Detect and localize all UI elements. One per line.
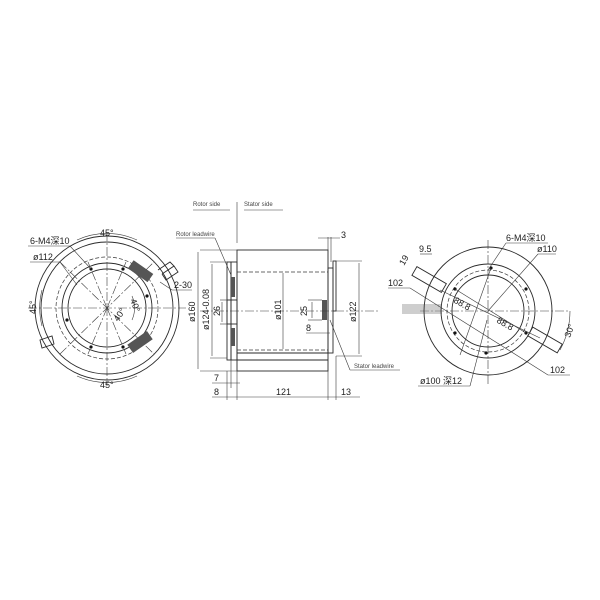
left-end-view: 6-M4深10 ø112 45° 45° 45° 40° 40° 2-30 <box>28 228 192 390</box>
left-pcd: ø112 <box>33 252 53 262</box>
stator-lead-offset: 8 <box>306 323 311 333</box>
stator-step: 3 <box>341 230 346 240</box>
rotor-flange: 8 <box>214 387 219 397</box>
tab-dim-top: 102 <box>388 278 403 288</box>
side-view: Rotor side Stator side Rotor leadwire <box>176 202 400 400</box>
body-length: 121 <box>276 387 291 397</box>
right-angle: 30° <box>562 322 576 339</box>
outer-diameter: ø160 <box>187 301 197 322</box>
spigot-diameter: ø124-0.08 <box>201 289 211 330</box>
chord-b: 88.8 <box>495 315 515 332</box>
left-angle-b: 40° <box>111 306 127 323</box>
slot-height: 19 <box>397 253 411 267</box>
slot-width: 9.5 <box>419 244 432 254</box>
stator-side-label: Stator side <box>244 202 273 208</box>
right-spigot: ø100 深12 <box>420 376 462 386</box>
right-pcd: ø110 <box>537 244 557 254</box>
stator-leadwire-label: Stator leadwire <box>354 364 395 370</box>
stator-flange: 13 <box>341 387 351 397</box>
left-hole-spec: 6-M4深10 <box>30 236 70 246</box>
left-slot: 2-30 <box>174 280 192 290</box>
bore-diameter: ø101 <box>273 299 283 320</box>
left-angle-side: 45° <box>28 300 38 314</box>
flange-gap: 7 <box>214 373 219 383</box>
rotor-leadwire-label: Rotor leadwire <box>176 232 215 238</box>
rotor-lead-height: 26 <box>212 306 222 316</box>
right-end-view: 6-M4深10 ø110 9.5 19 102 88.8 88.8 30° 10… <box>388 233 577 387</box>
right-hole-spec: 6-M4深10 <box>506 233 546 243</box>
tab-dim-bottom: 102 <box>550 365 565 375</box>
left-angle-top: 45° <box>100 228 114 238</box>
left-angle-a: 40° <box>128 297 142 314</box>
left-angle-bottom: 45° <box>100 380 114 390</box>
stator-diameter: ø122 <box>348 301 358 322</box>
stator-lead-height: 25 <box>299 306 309 316</box>
rotor-side-label: Rotor side <box>193 202 221 208</box>
